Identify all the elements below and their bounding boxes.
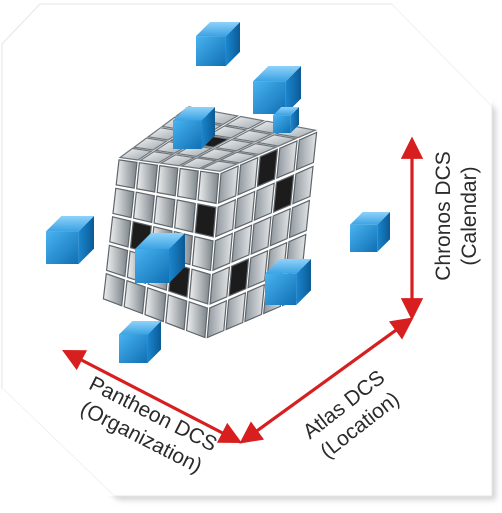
steel-block — [244, 283, 265, 323]
steel-block — [123, 279, 146, 315]
blue-cube-front — [135, 249, 169, 283]
blue-cube-front — [173, 120, 202, 149]
steel-block — [292, 165, 314, 205]
blue-cube-side — [285, 66, 301, 114]
steel-block — [215, 198, 236, 238]
steel-block — [138, 150, 175, 164]
steel-block — [194, 203, 217, 238]
blue-cube-top — [119, 321, 161, 335]
blue-cube-front — [119, 334, 148, 363]
steel-block — [288, 199, 311, 239]
calendar-axis-sub: (Calendar) — [458, 166, 481, 265]
steel-block — [224, 115, 266, 130]
steel-block — [156, 164, 179, 197]
steel-block — [218, 151, 259, 164]
organization-arrow — [62, 349, 242, 444]
steel-block — [214, 138, 255, 152]
blue-cube-front — [253, 81, 286, 114]
blue-cube-front — [46, 231, 79, 264]
blue-cube-side — [290, 107, 299, 133]
blue-cube — [46, 216, 94, 264]
blue-cube-top — [135, 233, 185, 249]
blue-cube — [265, 259, 311, 305]
steel-block — [153, 195, 176, 229]
blue-cube-side — [225, 22, 240, 66]
steel-block — [109, 216, 132, 248]
steel-block — [112, 187, 135, 219]
steel-block — [132, 137, 169, 151]
steel-block — [196, 148, 237, 161]
steel-block — [237, 156, 259, 196]
steel-block — [136, 162, 159, 193]
steel-block — [197, 170, 220, 205]
steel-block — [256, 148, 279, 188]
blue-cube-side — [201, 107, 215, 149]
steel-block — [175, 144, 214, 158]
steel-block — [102, 272, 126, 307]
steel-block — [199, 160, 240, 172]
steel-block — [255, 134, 298, 147]
calendar-label: Chronos DCS (Calendar) — [432, 151, 481, 281]
steel-block — [236, 142, 279, 156]
steel-block — [165, 293, 188, 331]
blue-cube-front — [273, 115, 291, 133]
calendar-axis-name: Chronos DCS — [432, 151, 455, 281]
blue-cube — [273, 107, 299, 133]
blue-cube-front — [350, 224, 378, 252]
blue-cube-top — [173, 107, 215, 121]
steel-block — [269, 207, 291, 247]
steel-block — [253, 182, 275, 222]
steel-block — [144, 286, 167, 323]
steel-block — [174, 199, 196, 233]
steel-block — [228, 258, 250, 297]
blue-cube-side — [78, 216, 94, 264]
blue-cube-top — [265, 259, 311, 274]
location-arrow — [239, 317, 414, 444]
steel-block — [212, 232, 233, 272]
blue-cube-front — [265, 273, 297, 305]
steel-block — [176, 167, 199, 201]
blue-cube — [350, 212, 390, 252]
steel-block — [250, 216, 272, 255]
steel-block — [188, 268, 211, 305]
steel-block — [231, 129, 273, 143]
steel-block — [276, 139, 298, 180]
steel-block — [105, 244, 129, 278]
steel-block — [234, 190, 256, 230]
steel-block — [272, 173, 295, 213]
blue-cube — [196, 22, 240, 66]
steel-block — [191, 235, 214, 272]
steel-block — [115, 159, 138, 189]
steel-block — [179, 157, 218, 170]
steel-block — [118, 147, 153, 161]
steel-block — [295, 131, 318, 171]
blue-cube-side — [169, 233, 185, 283]
steel-block — [247, 249, 269, 289]
blue-cube-top — [273, 107, 299, 116]
blue-cube — [253, 66, 301, 114]
steel-block — [217, 165, 239, 205]
blue-cube-side — [377, 212, 390, 252]
steel-block — [185, 300, 209, 339]
steel-block — [209, 266, 231, 305]
steel-block — [132, 191, 155, 224]
blue-cube-top — [196, 22, 240, 37]
blue-cube — [173, 107, 215, 149]
blue-cube — [135, 233, 185, 283]
blue-cube-top — [253, 66, 301, 82]
steel-block — [231, 224, 253, 264]
steel-block — [206, 299, 228, 339]
axis-arrows — [62, 136, 424, 444]
blue-cube-front — [196, 36, 226, 66]
blue-cube-side — [296, 259, 311, 305]
blue-cube-top — [350, 212, 390, 225]
steel-block — [159, 154, 197, 167]
blue-cube-top — [46, 216, 94, 232]
